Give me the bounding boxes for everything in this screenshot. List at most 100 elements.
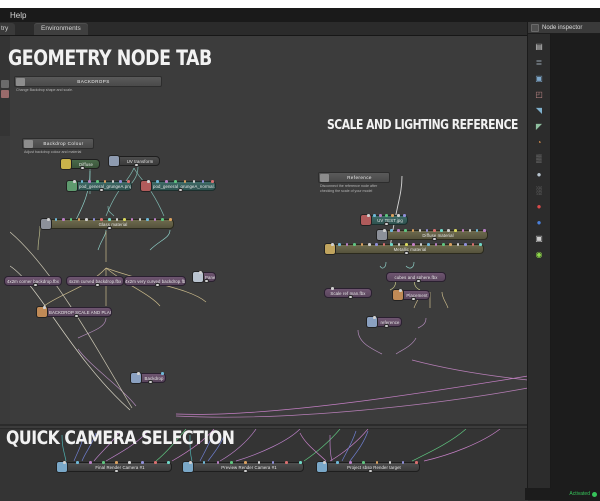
node-project-setup-render-target[interactable]: Project sbsp Render target — [316, 461, 420, 474]
node-port[interactable] — [88, 180, 92, 183]
node-curved-backdrop[interactable]: 4x2m curved backdrop.fbx — [66, 276, 124, 288]
node-port[interactable] — [468, 229, 472, 232]
node-port[interactable] — [161, 218, 164, 221]
node-thumbnail-icon[interactable] — [360, 214, 372, 226]
node-port[interactable] — [43, 306, 46, 309]
node-port[interactable] — [375, 461, 379, 464]
node-output-port[interactable] — [411, 296, 416, 302]
node-port[interactable] — [183, 180, 187, 183]
image-stack-icon[interactable]: ▤ — [535, 41, 543, 51]
node-port[interactable] — [299, 461, 302, 464]
menu-item-help[interactable]: Help — [10, 11, 27, 20]
node-port[interactable] — [138, 218, 142, 221]
node-port-row[interactable] — [317, 461, 419, 464]
node-port[interactable] — [111, 180, 115, 183]
node-port[interactable] — [399, 289, 402, 292]
node-port[interactable] — [156, 180, 159, 183]
node-output-port[interactable] — [155, 282, 160, 288]
node-port[interactable] — [201, 180, 205, 183]
node-port[interactable] — [128, 461, 131, 464]
node-inspector-panel[interactable]: Node inspector ▤≣▣◰◥◤◔▒●░●●▣◉ — [527, 22, 600, 501]
node-port[interactable] — [147, 180, 150, 183]
node-port[interactable] — [80, 180, 84, 183]
tool-icon-a[interactable] — [1, 80, 9, 88]
node-port[interactable] — [230, 461, 233, 464]
node-port-row[interactable] — [377, 229, 487, 232]
node-port[interactable] — [418, 229, 422, 232]
node-output-port[interactable] — [33, 282, 38, 288]
node-port[interactable] — [471, 243, 475, 246]
node-port[interactable] — [391, 214, 394, 217]
node-cubes-and-sphere[interactable]: cubes and sphere.fbx — [386, 272, 446, 284]
node-port[interactable] — [397, 214, 400, 217]
grid-icon[interactable]: ▒ — [536, 153, 542, 163]
picture-icon[interactable]: ▣ — [535, 73, 543, 83]
node-port[interactable] — [454, 229, 458, 232]
note-title-bar[interactable]: BACKDROPS — [14, 76, 162, 87]
node-port[interactable] — [119, 180, 122, 183]
node-port[interactable] — [123, 218, 126, 221]
node-port[interactable] — [368, 243, 371, 246]
node-port[interactable] — [102, 461, 105, 464]
mask-icon[interactable]: ◰ — [535, 89, 543, 99]
node-port[interactable] — [73, 180, 76, 183]
node-port[interactable] — [373, 316, 376, 319]
node-port[interactable] — [137, 372, 140, 375]
node-port-row[interactable] — [41, 218, 173, 221]
node-output-port[interactable] — [243, 468, 248, 474]
node-port[interactable] — [434, 243, 438, 246]
node-output-port[interactable] — [384, 323, 389, 329]
node-output-port[interactable] — [384, 221, 389, 227]
node-port[interactable] — [174, 180, 178, 183]
noise-icon[interactable]: ░ — [536, 185, 542, 195]
node-port[interactable] — [336, 461, 339, 464]
node-port[interactable] — [345, 243, 349, 246]
node-reference[interactable]: reference — [366, 316, 402, 329]
node-output-port[interactable] — [348, 294, 353, 300]
node-thumbnail-icon[interactable] — [140, 180, 152, 192]
node-output-port[interactable] — [107, 225, 112, 231]
node-port[interactable] — [397, 243, 401, 246]
node-thumbnail-icon[interactable] — [366, 316, 378, 328]
node-port[interactable] — [271, 461, 275, 464]
color-picker-icon[interactable]: ◔ — [536, 137, 542, 147]
node-port[interactable] — [449, 243, 452, 246]
node-port[interactable] — [411, 229, 415, 232]
node-output-port[interactable] — [432, 236, 437, 242]
node-output-port[interactable] — [148, 379, 153, 385]
node-port[interactable] — [404, 229, 408, 232]
node-port[interactable] — [375, 243, 378, 246]
layers-icon[interactable]: ≣ — [535, 57, 543, 67]
node-scale-ref-man[interactable]: Scale ref man.fbx — [324, 287, 372, 300]
node-port[interactable] — [362, 461, 366, 464]
node-output-port[interactable] — [368, 468, 373, 474]
tab-environments[interactable]: Environments — [34, 23, 88, 35]
node-port[interactable] — [108, 218, 111, 221]
node-port[interactable] — [62, 218, 65, 221]
node-port[interactable] — [461, 229, 465, 232]
node-port[interactable] — [390, 229, 393, 232]
node-port-row[interactable] — [57, 461, 171, 464]
node-output-port[interactable] — [204, 278, 209, 284]
node-port[interactable] — [130, 218, 134, 221]
node-port[interactable] — [401, 461, 405, 464]
node-port[interactable] — [77, 218, 81, 221]
node-port-row[interactable] — [131, 372, 165, 375]
node-output-port[interactable] — [80, 165, 85, 171]
node-port[interactable] — [96, 180, 99, 183]
node-thumbnail-icon[interactable] — [392, 289, 404, 301]
note-title-bar[interactable]: Reference — [318, 172, 390, 183]
sphere-icon[interactable]: ● — [536, 169, 542, 179]
node-port[interactable] — [115, 218, 119, 221]
brush-icon[interactable]: ◤ — [535, 121, 543, 131]
tab-geometry[interactable]: try — [0, 23, 16, 35]
render-icon[interactable]: ◉ — [535, 249, 543, 259]
node-port-row[interactable] — [367, 316, 401, 319]
node-output-port[interactable] — [114, 468, 119, 474]
node-thumbnail-icon[interactable] — [40, 218, 52, 230]
node-thumbnail-icon[interactable] — [130, 372, 142, 384]
node-metallic-material[interactable]: Metallic material — [324, 243, 484, 256]
node-port[interactable] — [440, 229, 443, 232]
node-port[interactable] — [63, 461, 66, 464]
node-port[interactable] — [360, 243, 364, 246]
